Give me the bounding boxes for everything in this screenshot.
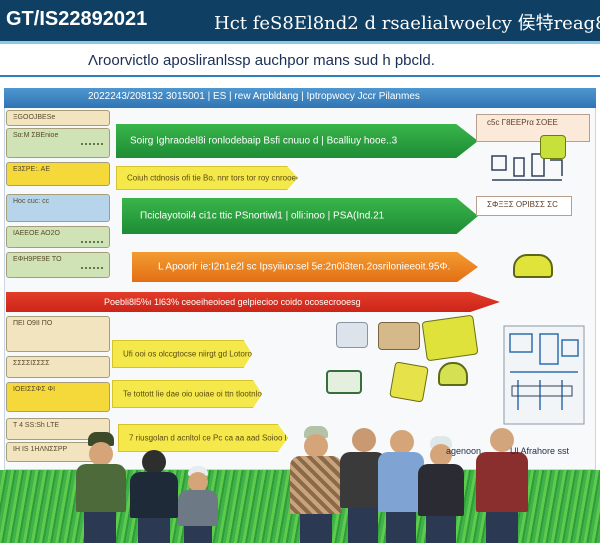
helmet-icon [421, 314, 479, 362]
flow-step-4: L Apoorlr ie:I2n1e2l sc Ipsyiiuo:sel 5e:… [132, 252, 478, 282]
left-box: ΞGOOJBESe [6, 110, 110, 126]
left-box: IAEΕΟΕ ΑΟ2O [6, 226, 110, 248]
flow-step-2: Coiuh ctdnosis ofi tie Bo, nnr tors tor … [116, 166, 298, 190]
left-box: ΣΣΣΣΙΣΣΣΣ [6, 356, 110, 378]
left-box: IΟΕΙΣΣΦΣ ΦΙ [6, 382, 110, 412]
helmet-icon [540, 135, 566, 159]
header-title: Hct feS8El8nd2 d rsaelialwoelcy 侯特reag8 [214, 13, 600, 34]
left-box: ΕΦΗ9ΡΕ9Ε ΤΟ [6, 252, 110, 278]
helmet-icon [438, 362, 468, 386]
header-bar: GT/IS22892021 Hct feS8El8nd2 d rsaelialw… [0, 0, 600, 44]
date-band: 2022243/208132 3015001 | ES | rew Arpbld… [4, 88, 596, 108]
caption-right: Ul Afrahore sst [510, 446, 570, 456]
caption-left: agenoon [446, 446, 482, 456]
subtitle-bar: Λroorvictlo aposliranlssp auchpor mans s… [0, 47, 600, 77]
flow-step-3: Πciclayotoil4 ci1c ttic PSnortiwl1 | oll… [122, 198, 478, 234]
right-box: c5c Γ8ΕΕΡrα ΣΟΕΕ [476, 114, 590, 142]
subtitle-text: Λroorvictlo aposliranlssp auchpor mans s… [88, 52, 435, 69]
wave-icon [81, 259, 103, 269]
cabinet-icon [336, 322, 368, 348]
left-box: Ε3ΣΡΕ:. ΑΕ [6, 162, 110, 186]
left-column: ΞGOOJBESe Sα:M ΣBEnioe Ε3ΣΡΕ:. ΑΕ Hoc cu… [6, 110, 114, 465]
right-box: ΣΦΞΞΣ ΟΡΙΒΣΣ ΣC [476, 196, 572, 216]
person-figure [418, 436, 464, 543]
standard-code: GT/IS22892021 [6, 8, 148, 30]
left-box: ΠΕΙ Ο9ΙΙ ΠΟ [6, 316, 110, 352]
document-icon [389, 361, 429, 403]
plant-diagram-icon [491, 153, 563, 181]
flow-step-5: Poebli8l5%ı 1l63% ceoeiheoioed gelpiecio… [6, 292, 500, 312]
left-box: Sα:M ΣBEnioe [6, 128, 110, 158]
person-figure [288, 426, 344, 543]
date-band-text: 2022243/208132 3015001 | ES | rew Arpbld… [88, 91, 420, 102]
flow-step-7: Te tottott lie dae oio uoiae oi ttn tloo… [112, 380, 262, 408]
box-icon [378, 322, 420, 350]
person-figure [72, 432, 128, 543]
wave-icon [81, 135, 103, 145]
left-box: T 4 SS:Sh LTE [6, 418, 110, 440]
right-column: c5c Γ8ΕΕΡrα ΣΟΕΕ ΣΦΞΞΣ ΟΡΙΒΣΣ ΣC [476, 110, 594, 465]
person-figure [378, 430, 424, 543]
flow-step-1: Soirg Ighraodel8i ronlodebaip Bsfi cnuuo… [116, 124, 478, 158]
left-box: Hoc cuc: cc [6, 194, 110, 222]
person-figure [176, 466, 220, 543]
factory-schematic-icon [503, 325, 585, 425]
flow-step-6: Ufi ooi os olccgtocse niirgt gd Lotoroto… [112, 340, 252, 368]
vehicle-icon [326, 370, 362, 394]
wave-icon [81, 233, 103, 243]
flow-step-8: 7 riusgolan d acnltol ce Pc ca aa aad So… [118, 424, 288, 452]
person-figure [128, 446, 180, 543]
helmet-icon [513, 254, 553, 278]
person-figure [476, 428, 528, 543]
